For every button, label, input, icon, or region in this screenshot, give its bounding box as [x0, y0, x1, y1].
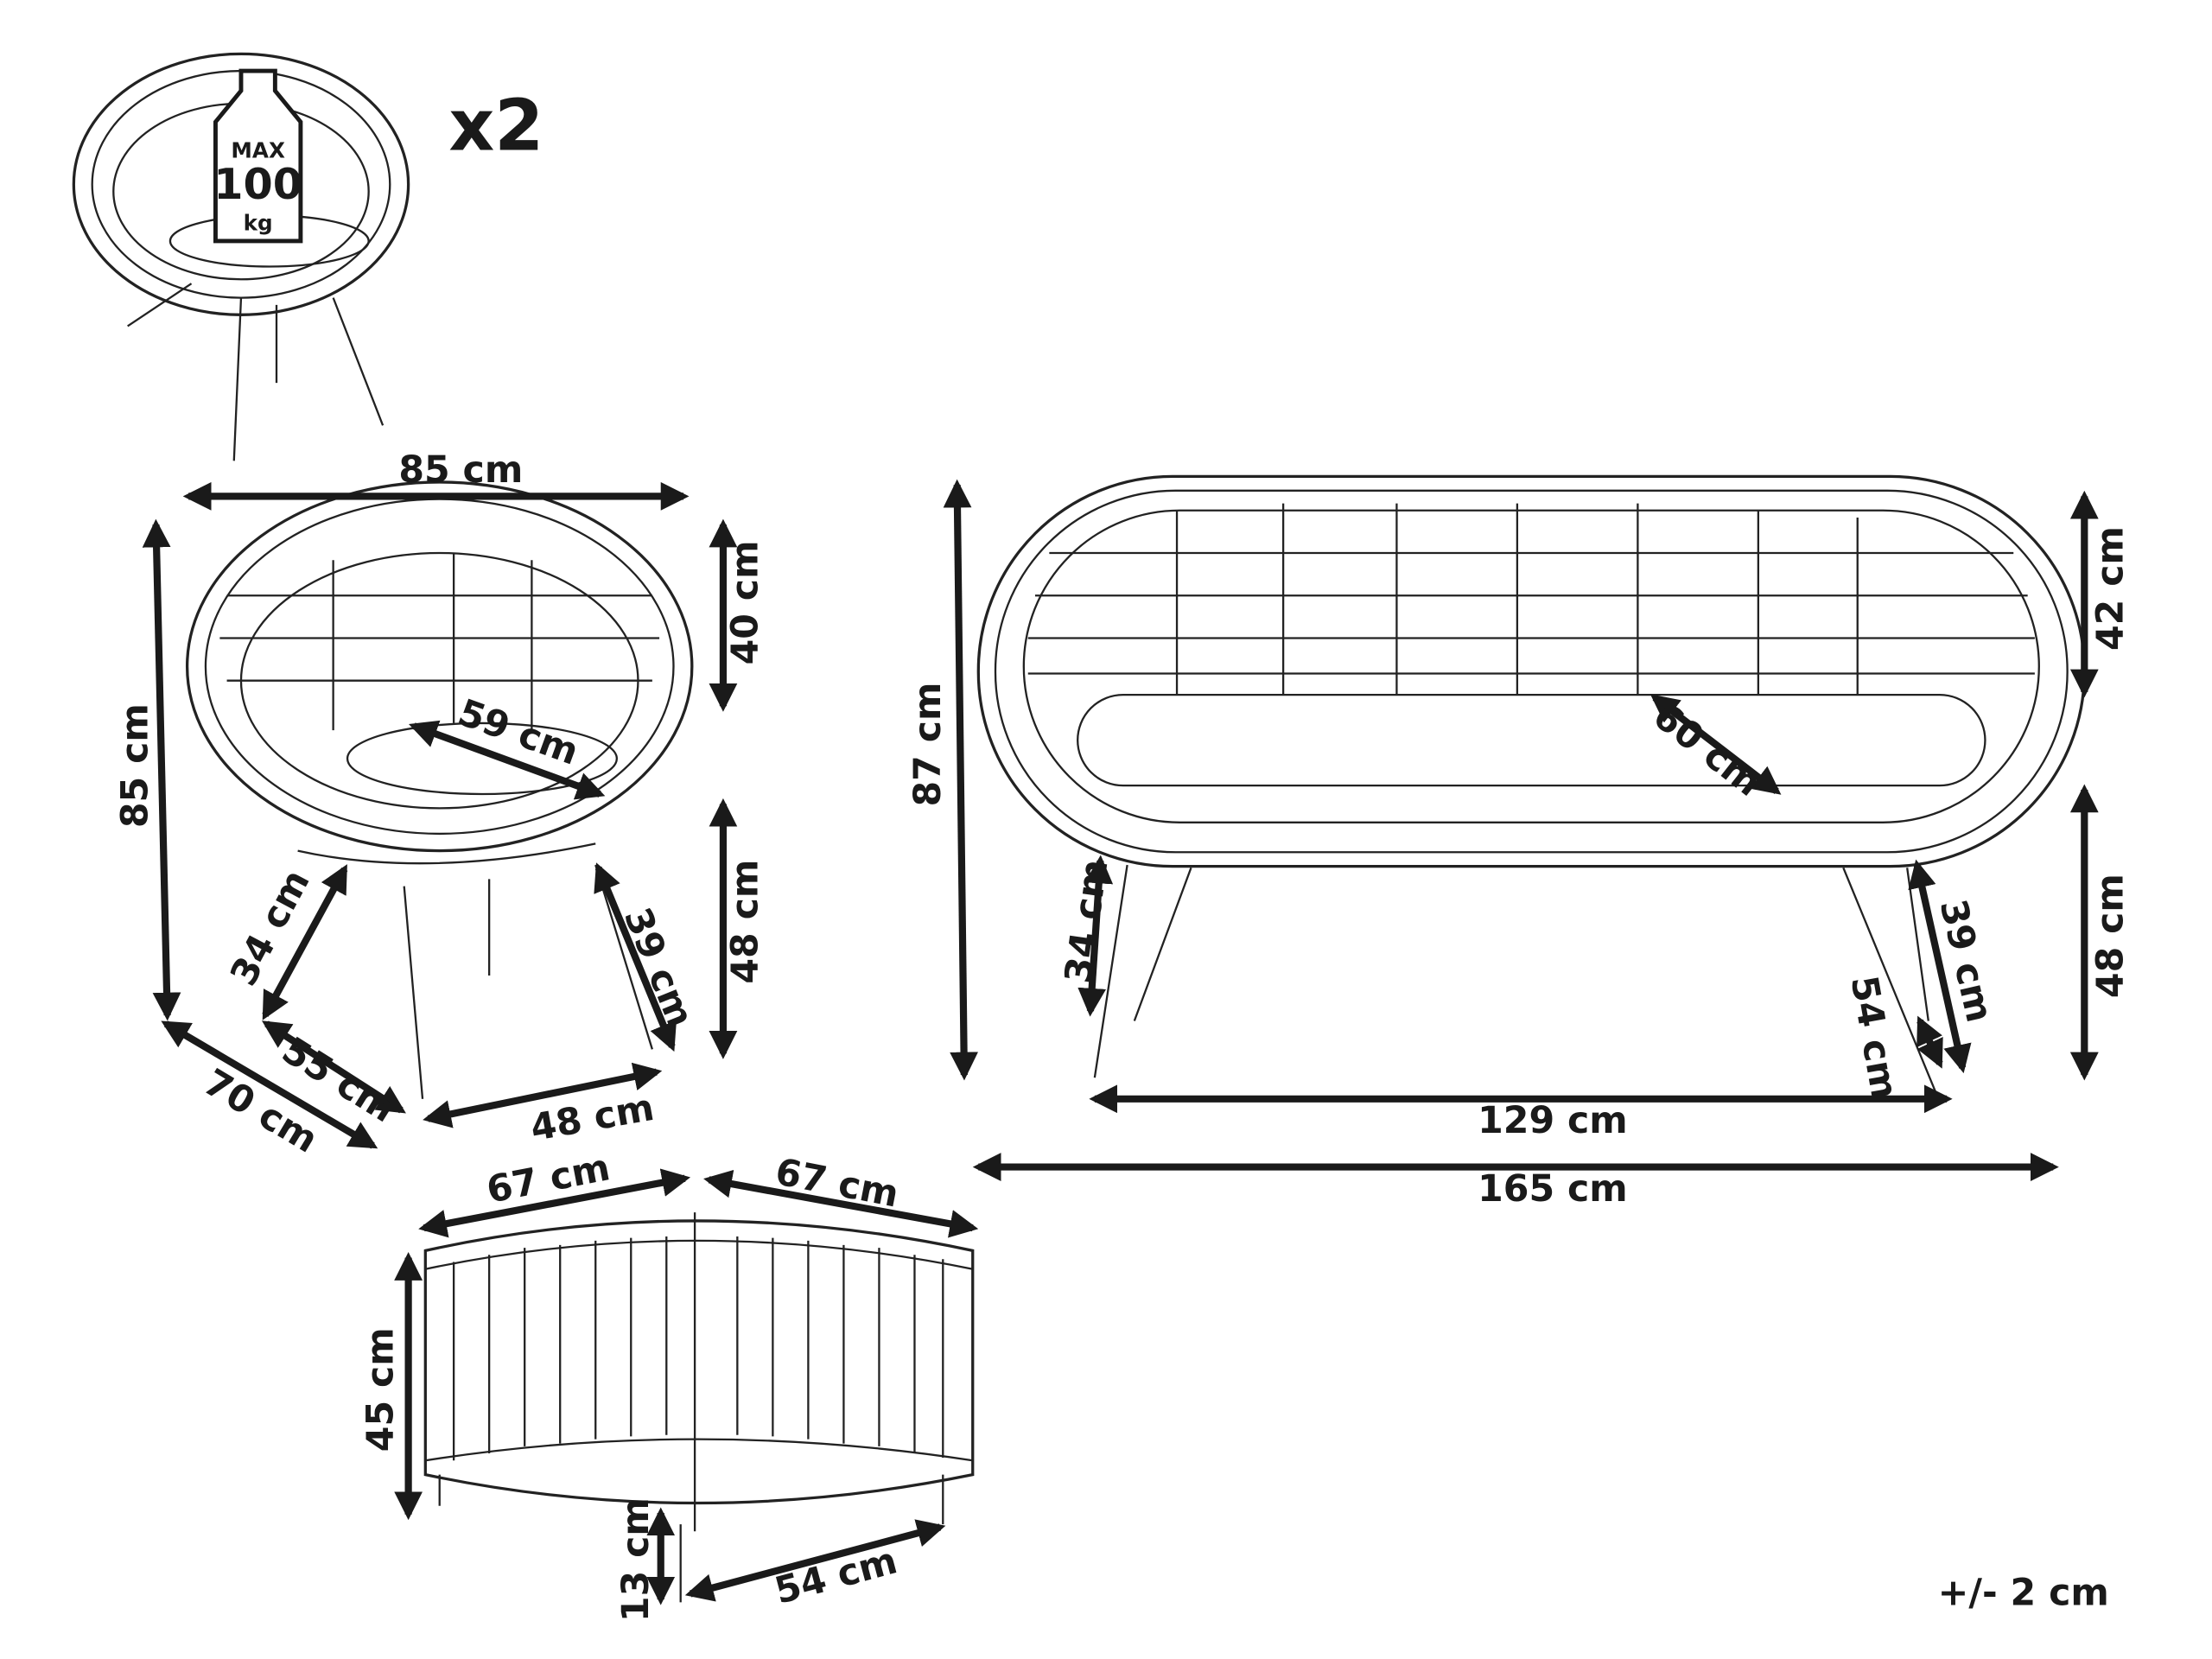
- max-weight-icon: MAX 100 kg: [213, 68, 303, 244]
- table-leg-span-label: 54 cm: [771, 1539, 902, 1613]
- max-unit: kg: [244, 210, 273, 235]
- sofa-seat-height-label: 48 cm: [2089, 874, 2133, 998]
- sofa-width-label: 165 cm: [1478, 1167, 1628, 1211]
- sofa-leg-span-label: 129 cm: [1478, 1099, 1628, 1142]
- sofa-drawing: [976, 474, 2086, 1093]
- chair-width-label: 85 cm: [398, 448, 523, 492]
- chair-back-leg-label: 39 cm: [615, 902, 702, 1033]
- tolerance-note: +/- 2 cm: [1938, 1572, 2109, 1615]
- table-height-label: 45 cm: [359, 1327, 403, 1452]
- table-leg-height-label: 13 cm: [614, 1497, 658, 1622]
- chair-back-height-label: 40 cm: [723, 540, 766, 664]
- sofa-back-height-label: 42 cm: [2089, 526, 2133, 651]
- chair-height-label: 85 cm: [114, 703, 157, 828]
- chair-front-leg-label: 34 cm: [222, 862, 319, 993]
- max-label: MAX: [231, 138, 285, 163]
- chair-seat-height-label: 48 cm: [723, 860, 766, 984]
- sofa-height-label: 87 cm: [906, 683, 950, 807]
- sofa-leg-depth-label: 54 cm: [1841, 973, 1905, 1103]
- chair-drawing: [185, 480, 694, 1099]
- max-value: 100: [213, 159, 302, 209]
- quantity-label: x2: [448, 85, 543, 167]
- sofa-front-leg-label: 34 cm: [1057, 857, 1117, 987]
